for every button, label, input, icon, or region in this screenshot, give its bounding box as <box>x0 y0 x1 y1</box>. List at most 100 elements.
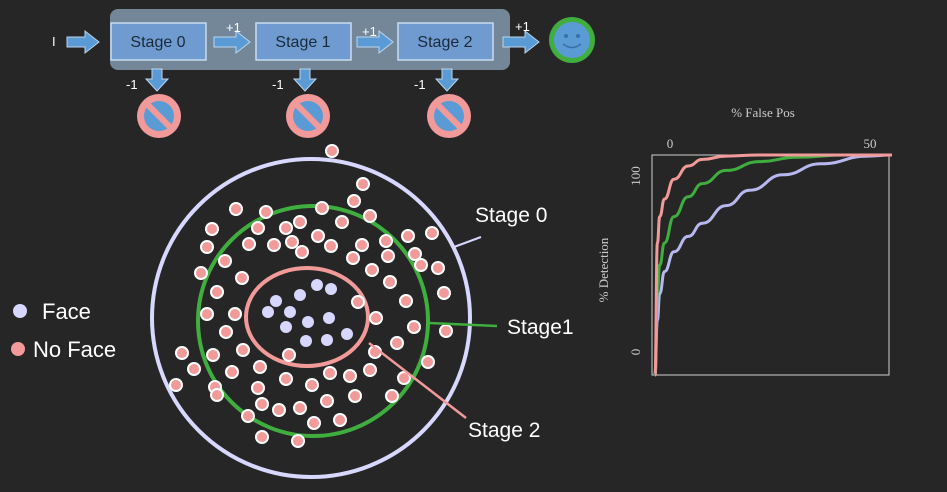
no-face-dot <box>365 263 379 277</box>
no-face-dot <box>272 403 286 417</box>
no-face-dot <box>259 205 273 219</box>
no-face-dot <box>200 307 214 321</box>
no-face-dot <box>218 254 232 268</box>
no-face-dot <box>343 369 357 383</box>
no-face-dot <box>335 215 349 229</box>
no-face-dot <box>307 416 321 430</box>
reject-label-1: -1 <box>272 77 284 92</box>
no-face-dot <box>210 388 224 402</box>
face-dot <box>284 306 296 318</box>
pass-arrow-0 <box>213 29 251 55</box>
no-face-dot <box>383 275 397 289</box>
no-face-dot <box>291 434 305 448</box>
stage-1-leader <box>428 321 498 328</box>
reject-label-2: -1 <box>414 77 426 92</box>
stage-2-ring <box>244 266 370 368</box>
reject-arrow-1 <box>292 68 318 92</box>
no-face-dot <box>407 320 421 334</box>
no-face-dot <box>356 177 370 191</box>
stage-1-box <box>255 22 352 61</box>
stage-2-label: Stage 2 <box>417 34 472 51</box>
reject-1: -1 <box>272 68 330 138</box>
face-dot <box>302 316 314 328</box>
no-face-icon <box>286 94 330 138</box>
no-face-dot <box>205 222 219 236</box>
cascade-diagram: Stage 0 Stage1 Stage 2 <box>150 144 574 479</box>
pass-label-1: +1 <box>362 24 377 39</box>
no-face-dot <box>187 362 201 376</box>
no-face-dot <box>346 251 360 265</box>
stage-1-ring <box>196 204 430 438</box>
face-accepted-icon <box>549 17 595 63</box>
no-face-dot <box>369 311 383 325</box>
no-face-icon <box>137 94 181 138</box>
no-face-dot <box>323 366 337 380</box>
no-face-dot <box>437 286 451 300</box>
sample-dots <box>169 144 453 448</box>
pass-arrow-1 <box>356 29 394 55</box>
no-face-dot <box>325 144 339 158</box>
no-face-dot <box>311 229 325 243</box>
no-face-dot <box>347 194 361 208</box>
stage-2-diagram-label: Stage 2 <box>468 419 540 442</box>
stage-2-box <box>397 22 494 61</box>
chart-ytick-100: 100 <box>628 166 643 186</box>
stage-1-diagram-label: Stage1 <box>507 316 574 339</box>
no-face-dot <box>242 237 256 251</box>
no-face-dot <box>399 294 413 308</box>
no-face-dot <box>228 307 242 321</box>
no-face-dot <box>235 271 249 285</box>
noface-legend-label: No Face <box>33 337 116 362</box>
no-face-dot <box>285 235 299 249</box>
no-face-dot <box>236 343 250 357</box>
reject-label-0: -1 <box>126 77 138 92</box>
no-face-dot <box>379 234 393 248</box>
stage-0-ring <box>150 157 472 479</box>
face-dot <box>300 335 312 347</box>
no-face-dot <box>175 346 189 360</box>
stage-0-leader <box>453 236 482 248</box>
input-label: I <box>52 34 56 49</box>
no-face-dot <box>401 229 415 243</box>
face-dot <box>321 334 333 346</box>
no-face-dot <box>255 430 269 444</box>
chart-ytick-0: 0 <box>628 349 643 356</box>
no-face-dot <box>324 239 338 253</box>
face-dot <box>323 312 335 324</box>
noface-legend-dot <box>11 342 25 356</box>
face-dot <box>270 295 282 307</box>
no-face-dot <box>229 202 243 216</box>
no-face-dot <box>305 378 319 392</box>
face-legend-label: Face <box>42 299 91 324</box>
stage-2-leader <box>368 342 467 419</box>
chart-xtick-50: 50 <box>864 136 877 151</box>
no-face-dot <box>279 221 293 235</box>
no-face-dot <box>408 247 422 261</box>
face-dot <box>294 289 306 301</box>
no-face-dot <box>200 240 214 254</box>
face-dot <box>325 283 337 295</box>
roc-chart: % False Pos 0 50 % Detection 100 0 <box>596 105 893 377</box>
chart-ylabel: % Detection <box>596 237 611 302</box>
no-face-dot <box>381 249 395 263</box>
no-face-dot <box>397 371 411 385</box>
no-face-dot <box>295 245 309 259</box>
no-face-dot <box>293 401 307 415</box>
no-face-dot <box>282 348 296 362</box>
pass-label-0: +1 <box>226 20 241 35</box>
no-face-dot <box>439 324 453 338</box>
no-face-icon <box>427 94 471 138</box>
stage-0-box <box>110 22 207 61</box>
no-face-dot <box>169 378 183 392</box>
no-face-dot <box>333 413 347 427</box>
face-dot <box>280 321 292 333</box>
no-face-dot <box>241 409 255 423</box>
reject-0: -1 <box>126 68 181 138</box>
roc-series-line-2 <box>653 153 893 377</box>
face-legend-dot <box>13 304 27 318</box>
chart-xlabel: % False Pos <box>731 105 795 120</box>
stage-0-diagram-label: Stage 0 <box>475 204 547 227</box>
input-arrow <box>66 29 100 55</box>
no-face-dot <box>279 372 293 386</box>
